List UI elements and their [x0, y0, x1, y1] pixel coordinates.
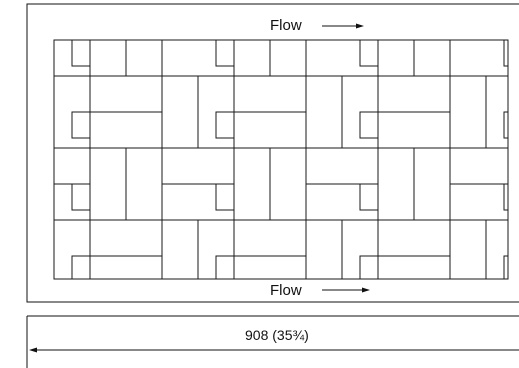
- brick: [233, 219, 307, 257]
- brick: [215, 183, 235, 211]
- brick: [305, 75, 343, 149]
- brick: [503, 183, 509, 211]
- brick: [449, 183, 509, 221]
- flow-arrow-top-icon: [322, 23, 364, 29]
- brick: [233, 147, 271, 221]
- brick: [359, 111, 379, 139]
- brick: [215, 39, 235, 67]
- brick: [359, 39, 379, 67]
- brick: [449, 219, 487, 280]
- brick: [377, 255, 451, 280]
- brick: [305, 219, 343, 280]
- brick: [359, 183, 379, 211]
- brick: [89, 75, 163, 113]
- brick: [233, 111, 307, 149]
- brick: [71, 255, 91, 280]
- brick: [161, 75, 199, 149]
- brick: [161, 147, 235, 185]
- flow-label-bottom: Flow: [270, 282, 302, 299]
- brick: [377, 219, 451, 257]
- brick: [233, 255, 307, 280]
- brick: [485, 219, 509, 280]
- brick: [377, 75, 451, 113]
- brick: [125, 147, 163, 221]
- brick: [377, 147, 415, 221]
- brick: [449, 39, 509, 77]
- brick: [89, 39, 127, 77]
- brick: [269, 147, 307, 221]
- brick: [89, 255, 163, 280]
- brick: [503, 255, 509, 280]
- flow-label-top: Flow: [270, 17, 302, 34]
- brick: [89, 147, 127, 221]
- brick: [413, 147, 451, 221]
- brick-pattern: [53, 39, 509, 280]
- dimension-label: 908 (35¾): [245, 327, 309, 343]
- brick: [233, 75, 307, 113]
- brick: [377, 39, 415, 77]
- outer-frame: [26, 3, 519, 303]
- brick: [71, 183, 91, 211]
- brick: [215, 111, 235, 139]
- brick: [233, 39, 271, 77]
- brick: [215, 255, 235, 280]
- brick: [89, 111, 163, 149]
- brick: [449, 147, 509, 185]
- brick: [71, 111, 91, 139]
- brick: [359, 255, 379, 280]
- brick: [161, 219, 199, 280]
- brick: [503, 111, 509, 139]
- brick: [269, 39, 307, 77]
- dimension-arrow-icon: [29, 347, 519, 353]
- brick: [53, 147, 91, 185]
- brick: [125, 39, 163, 77]
- brick: [89, 219, 163, 257]
- brick: [71, 39, 91, 67]
- brick: [449, 75, 487, 149]
- brick: [377, 111, 451, 149]
- brick: [413, 39, 451, 77]
- brick: [305, 147, 379, 185]
- brick: [503, 39, 509, 67]
- flow-arrow-bottom-icon: [322, 287, 370, 293]
